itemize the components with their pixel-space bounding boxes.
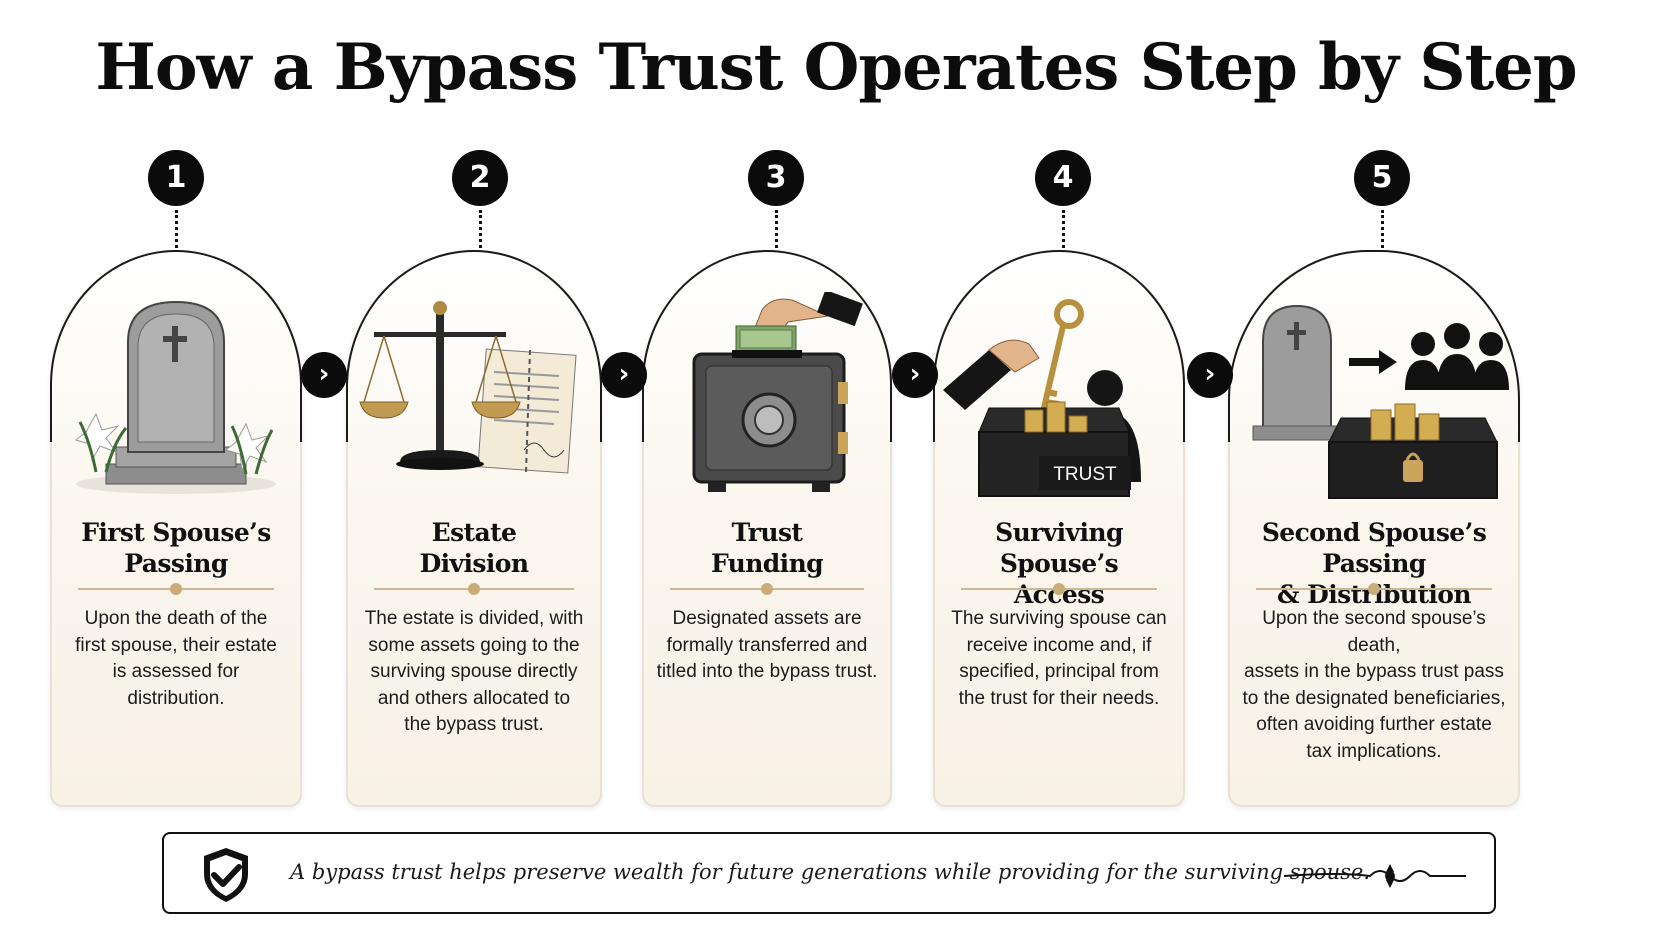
- chevron-right-icon: ›: [1187, 352, 1233, 398]
- divider-dot: [1368, 583, 1380, 595]
- step-number-badge: 3: [748, 150, 804, 206]
- footer-text: A bypass trust helps preserve wealth for…: [290, 860, 1371, 884]
- step-title: Surviving Spouse’sAccess: [995, 518, 1123, 609]
- connector-dots: [479, 210, 482, 254]
- step-card: TRUST Surviving Spouse’sAccess The survi…: [933, 250, 1185, 807]
- connector-dots: [775, 210, 778, 254]
- divider-dot: [1053, 583, 1065, 595]
- tombstone-with-lilies-icon: [52, 292, 300, 522]
- step-description: Upon the second spouse’s death,assets in…: [1242, 608, 1506, 762]
- chevron-right-icon: ›: [301, 352, 347, 398]
- page-title: How a Bypass Trust Operates Step by Step: [95, 30, 1577, 105]
- connector-dots: [1062, 210, 1065, 254]
- step-number-badge: 1: [148, 150, 204, 206]
- trust-label: TRUST: [1053, 464, 1117, 485]
- flourish-ornament-icon: [1280, 860, 1470, 895]
- step-card: Second Spouse’s Passing& Distribution Up…: [1228, 250, 1520, 807]
- chevron-right-icon: ›: [892, 352, 938, 398]
- step-number-badge: 4: [1035, 150, 1091, 206]
- divider-dot: [170, 583, 182, 595]
- safe-with-money-icon: [644, 292, 890, 522]
- shield-check-icon: [200, 846, 252, 909]
- step-number-badge: 5: [1354, 150, 1410, 206]
- scales-and-document-icon: [348, 292, 600, 522]
- connector-dots: [175, 210, 178, 254]
- tombstone-to-beneficiaries-icon: [1230, 292, 1518, 522]
- step-number-badge: 2: [452, 150, 508, 206]
- footer-banner: A bypass trust helps preserve wealth for…: [162, 832, 1496, 914]
- connector-dots: [1381, 210, 1384, 254]
- divider-dot: [468, 583, 480, 595]
- divider-dot: [761, 583, 773, 595]
- step-title: Second Spouse’s Passing& Distribution: [1261, 518, 1487, 609]
- key-and-trust-chest-icon: TRUST: [935, 292, 1183, 522]
- chevron-right-icon: ›: [601, 352, 647, 398]
